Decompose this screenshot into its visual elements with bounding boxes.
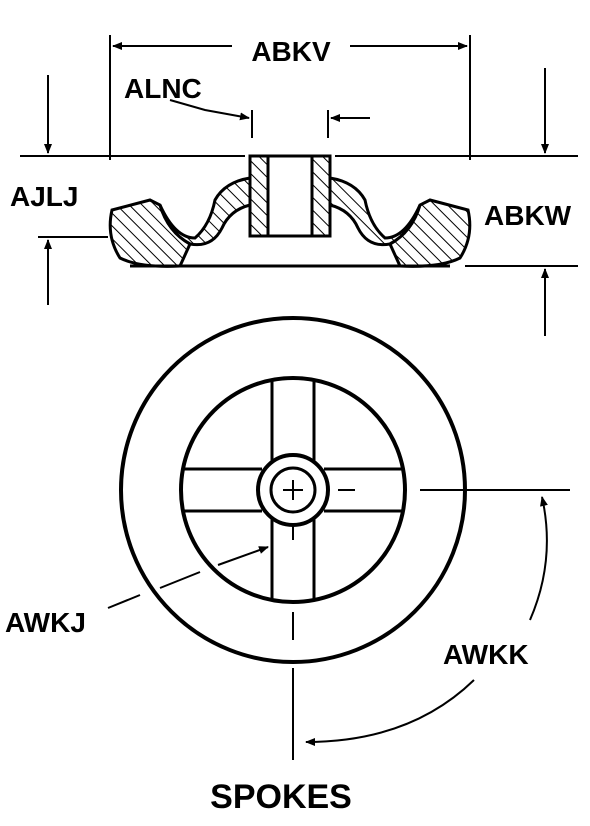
awkk-dimension xyxy=(305,496,548,746)
inner-rim xyxy=(179,376,407,604)
section-view xyxy=(20,35,578,268)
awkk-lower-arrow xyxy=(305,679,475,746)
abkw-label: ABKW xyxy=(484,200,572,231)
awkj-leader xyxy=(107,546,269,609)
ajlj-label: AJLJ xyxy=(10,181,78,212)
hub-bore xyxy=(266,154,314,238)
awkk-upper-arrow xyxy=(529,496,548,621)
awkj-leader-seg-1 xyxy=(107,594,141,609)
front-view xyxy=(119,316,570,760)
awkj-leader-arrow xyxy=(217,546,269,566)
awkj-label: AWKJ xyxy=(5,607,86,638)
awkj-leader-seg-2 xyxy=(159,571,201,589)
alnc-dimension xyxy=(169,99,370,122)
abkv-label: ABKV xyxy=(251,36,331,67)
alnc-left-arrow xyxy=(169,99,250,121)
spokes-group xyxy=(183,380,403,600)
spokes-caption: SPOKES xyxy=(210,778,352,816)
awkk-label: AWKK xyxy=(443,639,529,670)
alnc-label: ALNC xyxy=(124,73,202,104)
